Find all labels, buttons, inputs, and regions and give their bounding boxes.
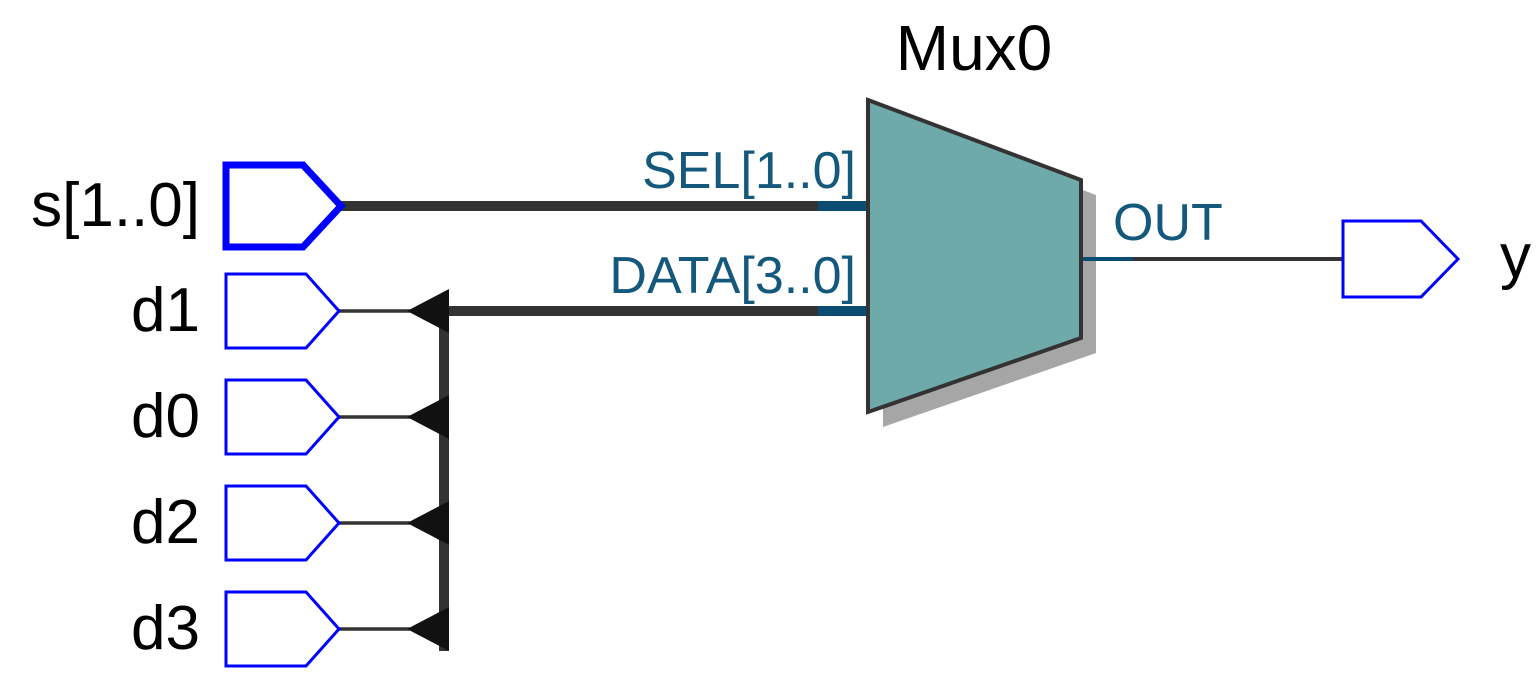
output-port-y-icon[interactable] [1341,219,1461,299]
mux-body[interactable] [866,97,1083,415]
mux-pin-label-sel: SEL[1..0] [642,142,856,200]
input-port-d2-icon[interactable] [224,484,342,562]
mux-pin-label-out: OUT [1113,194,1223,252]
input-port-d3-icon[interactable] [224,590,342,668]
output-label-y: y [1500,222,1531,291]
bus-junction-arrow-d3-icon [407,607,449,651]
input-label-d1: d1 [131,276,200,345]
input-port-s-icon[interactable] [222,161,346,251]
input-label-d3: d3 [131,594,200,663]
input-label-s: s[1..0] [31,171,200,240]
bus-junction-arrow-d1-icon [407,289,449,333]
bus-junction-arrow-d2-icon [407,501,449,545]
bus-junction-arrow-d0-icon [407,395,449,439]
input-port-d1-icon[interactable] [224,272,342,350]
input-port-d0-icon[interactable] [224,378,342,456]
mux-pin-label-data: DATA[3..0] [609,247,856,305]
input-label-d2: d2 [131,488,200,557]
wire-data-bus[interactable] [439,306,866,651]
input-label-d0: d0 [131,382,200,451]
component-title: Mux0 [896,12,1053,84]
